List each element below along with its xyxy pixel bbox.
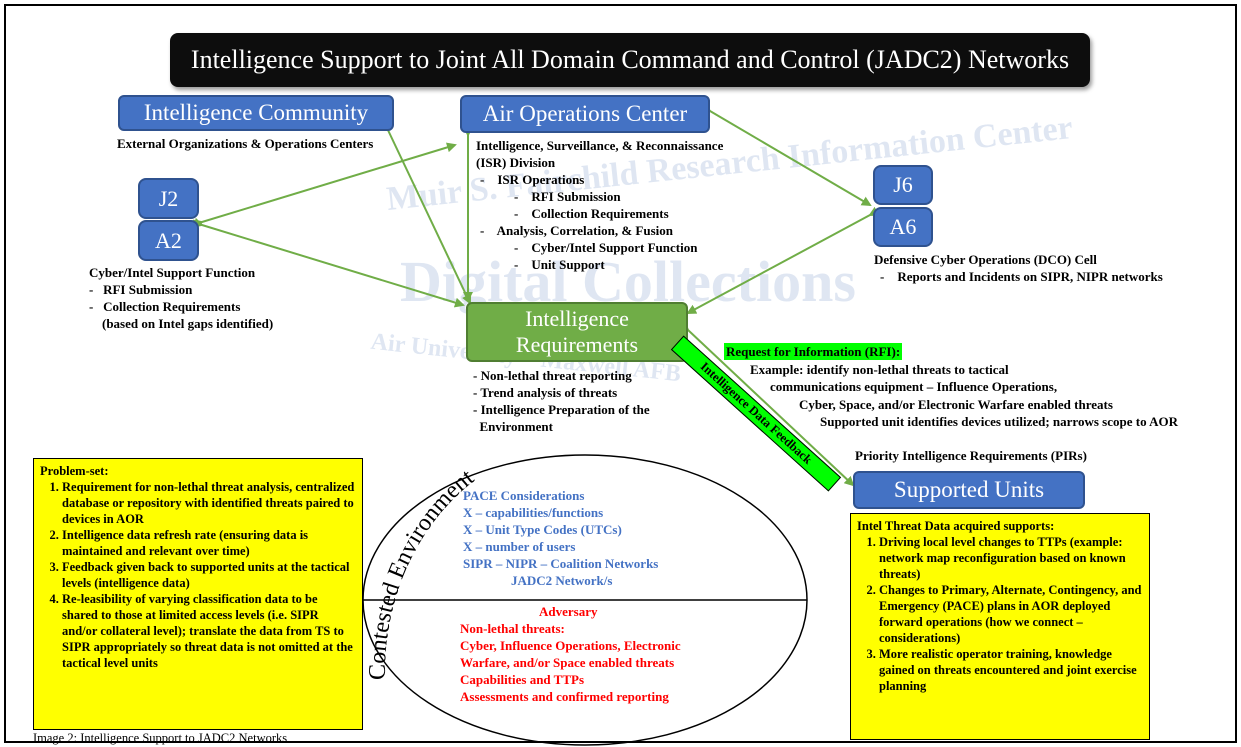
arrow-a2-ir bbox=[192, 217, 465, 308]
a6-description: Defensive Cyber Operations (DCO) Cell - … bbox=[874, 251, 1163, 285]
diagram-frame bbox=[4, 4, 1237, 743]
intelligence-requirements-box: Intelligence Requirements bbox=[466, 302, 688, 362]
arrow-ir-supported bbox=[678, 320, 855, 487]
ir-item: - Non-lethal threat reporting bbox=[473, 368, 632, 383]
intel-supports-note: Intel Threat Data acquired supports: Dri… bbox=[850, 513, 1150, 740]
threat-line: Assessments and confirmed reporting bbox=[460, 689, 669, 704]
j6-box: J6 bbox=[873, 165, 933, 205]
supported-units-box: Supported Units bbox=[853, 471, 1085, 509]
rfi-line: Supported unit identifies devices utiliz… bbox=[820, 414, 1178, 429]
air-operations-center-box: Air Operations Center bbox=[460, 95, 710, 133]
j2-box: J2 bbox=[138, 178, 199, 219]
pace-line: X – number of users bbox=[463, 539, 576, 554]
a6-box: A6 bbox=[873, 207, 933, 247]
intelligence-community-box: Intelligence Community bbox=[118, 95, 394, 131]
adversary-heading: Adversary bbox=[539, 604, 598, 619]
threat-line: Capabilities and TTPs bbox=[460, 672, 585, 687]
arrow-a2-aoc bbox=[192, 142, 457, 230]
aoc-line: - RFI Submission bbox=[514, 189, 621, 204]
intel-supports-item: Changes to Primary, Alternate, Contingen… bbox=[879, 582, 1143, 646]
a6-item: - Reports and Incidents on SIPR, NIPR ne… bbox=[880, 269, 1163, 284]
problem-item: Requirement for non-lethal threat analys… bbox=[62, 479, 356, 527]
intel-supports-item: More realistic operator training, knowle… bbox=[879, 646, 1143, 694]
pace-line: JADC2 Network/s bbox=[511, 573, 613, 588]
ir-item: - Trend analysis of threats bbox=[473, 385, 618, 400]
problem-set-heading: Problem-set: bbox=[40, 464, 109, 478]
intel-supports-item: Driving local level changes to TTPs (exa… bbox=[879, 534, 1143, 582]
threat-line: Warfare, and/or Space enabled threats bbox=[460, 655, 675, 670]
a6-heading: Defensive Cyber Operations (DCO) Cell bbox=[874, 252, 1097, 267]
ir-description: - Non-lethal threat reporting - Trend an… bbox=[473, 367, 650, 435]
problem-item: Feedback given back to supported units a… bbox=[62, 559, 356, 591]
a2-item: (based on Intel gaps identified) bbox=[89, 316, 274, 331]
aoc-description: Intelligence, Surveillance, & Reconnaiss… bbox=[476, 137, 723, 273]
rfi-line: communications equipment – Influence Ope… bbox=[770, 379, 1058, 394]
pace-block: PACE Considerations X – capabilities/fun… bbox=[463, 487, 658, 589]
a2-item: - RFI Submission bbox=[89, 282, 193, 297]
ir-line2: Requirements bbox=[515, 332, 639, 357]
rfi-line: Cyber, Space, and/or Electronic Warfare … bbox=[799, 397, 1113, 412]
pace-line: SIPR – NIPR – Coalition Networks bbox=[463, 556, 659, 571]
diagram-title: Intelligence Support to Joint All Domain… bbox=[170, 33, 1090, 87]
problem-set-note: Problem-set: Requirement for non-lethal … bbox=[33, 458, 363, 730]
arrow-a6-ir bbox=[686, 206, 880, 314]
aoc-line: - Cyber/Intel Support Function bbox=[514, 240, 698, 255]
pir-label: Priority Intelligence Requirements (PIRs… bbox=[855, 448, 1087, 463]
problem-item: Re-leasibility of varying classification… bbox=[62, 591, 356, 671]
threats-block: Non-lethal threats: Cyber, Influence Ope… bbox=[460, 620, 681, 705]
arrow-aoc-j6 bbox=[700, 102, 872, 207]
figure-caption: Image 2: Intelligence Support to JADC2 N… bbox=[33, 731, 288, 745]
aoc-line: - Collection Requirements bbox=[514, 206, 669, 221]
pace-line: X – Unit Type Codes (UTCs) bbox=[463, 522, 622, 537]
intel-supports-heading: Intel Threat Data acquired supports: bbox=[857, 519, 1055, 533]
aoc-line: - Unit Support bbox=[514, 257, 605, 272]
aoc-line: Intelligence, Surveillance, & Reconnaiss… bbox=[476, 138, 724, 153]
threat-line: Cyber, Influence Operations, Electronic bbox=[460, 638, 681, 653]
a2-description: Cyber/Intel Support Function - RFI Submi… bbox=[89, 264, 273, 332]
ir-item: Environment bbox=[473, 419, 553, 434]
intelligence-community-subtitle: External Organizations & Operations Cent… bbox=[117, 136, 374, 151]
ir-item: - Intelligence Preparation of the bbox=[473, 402, 650, 417]
a2-heading: Cyber/Intel Support Function bbox=[89, 265, 256, 280]
aoc-line: (ISR) Division bbox=[476, 155, 556, 170]
ir-line1: Intelligence bbox=[525, 306, 629, 331]
pace-line: X – capabilities/functions bbox=[463, 505, 604, 520]
aoc-line: - ISR Operations bbox=[480, 172, 585, 187]
pace-line: PACE Considerations bbox=[463, 488, 585, 503]
threat-line: Non-lethal threats: bbox=[460, 621, 565, 636]
problem-item: Intelligence data refresh rate (ensuring… bbox=[62, 527, 356, 559]
a2-box: A2 bbox=[138, 220, 199, 261]
a2-item: - Collection Requirements bbox=[89, 299, 241, 314]
rfi-label: Request for Information (RFI): bbox=[724, 343, 903, 360]
aoc-line: - Analysis, Correlation, & Fusion bbox=[480, 223, 673, 238]
rfi-line: Example: identify non-lethal threats to … bbox=[750, 362, 1009, 377]
